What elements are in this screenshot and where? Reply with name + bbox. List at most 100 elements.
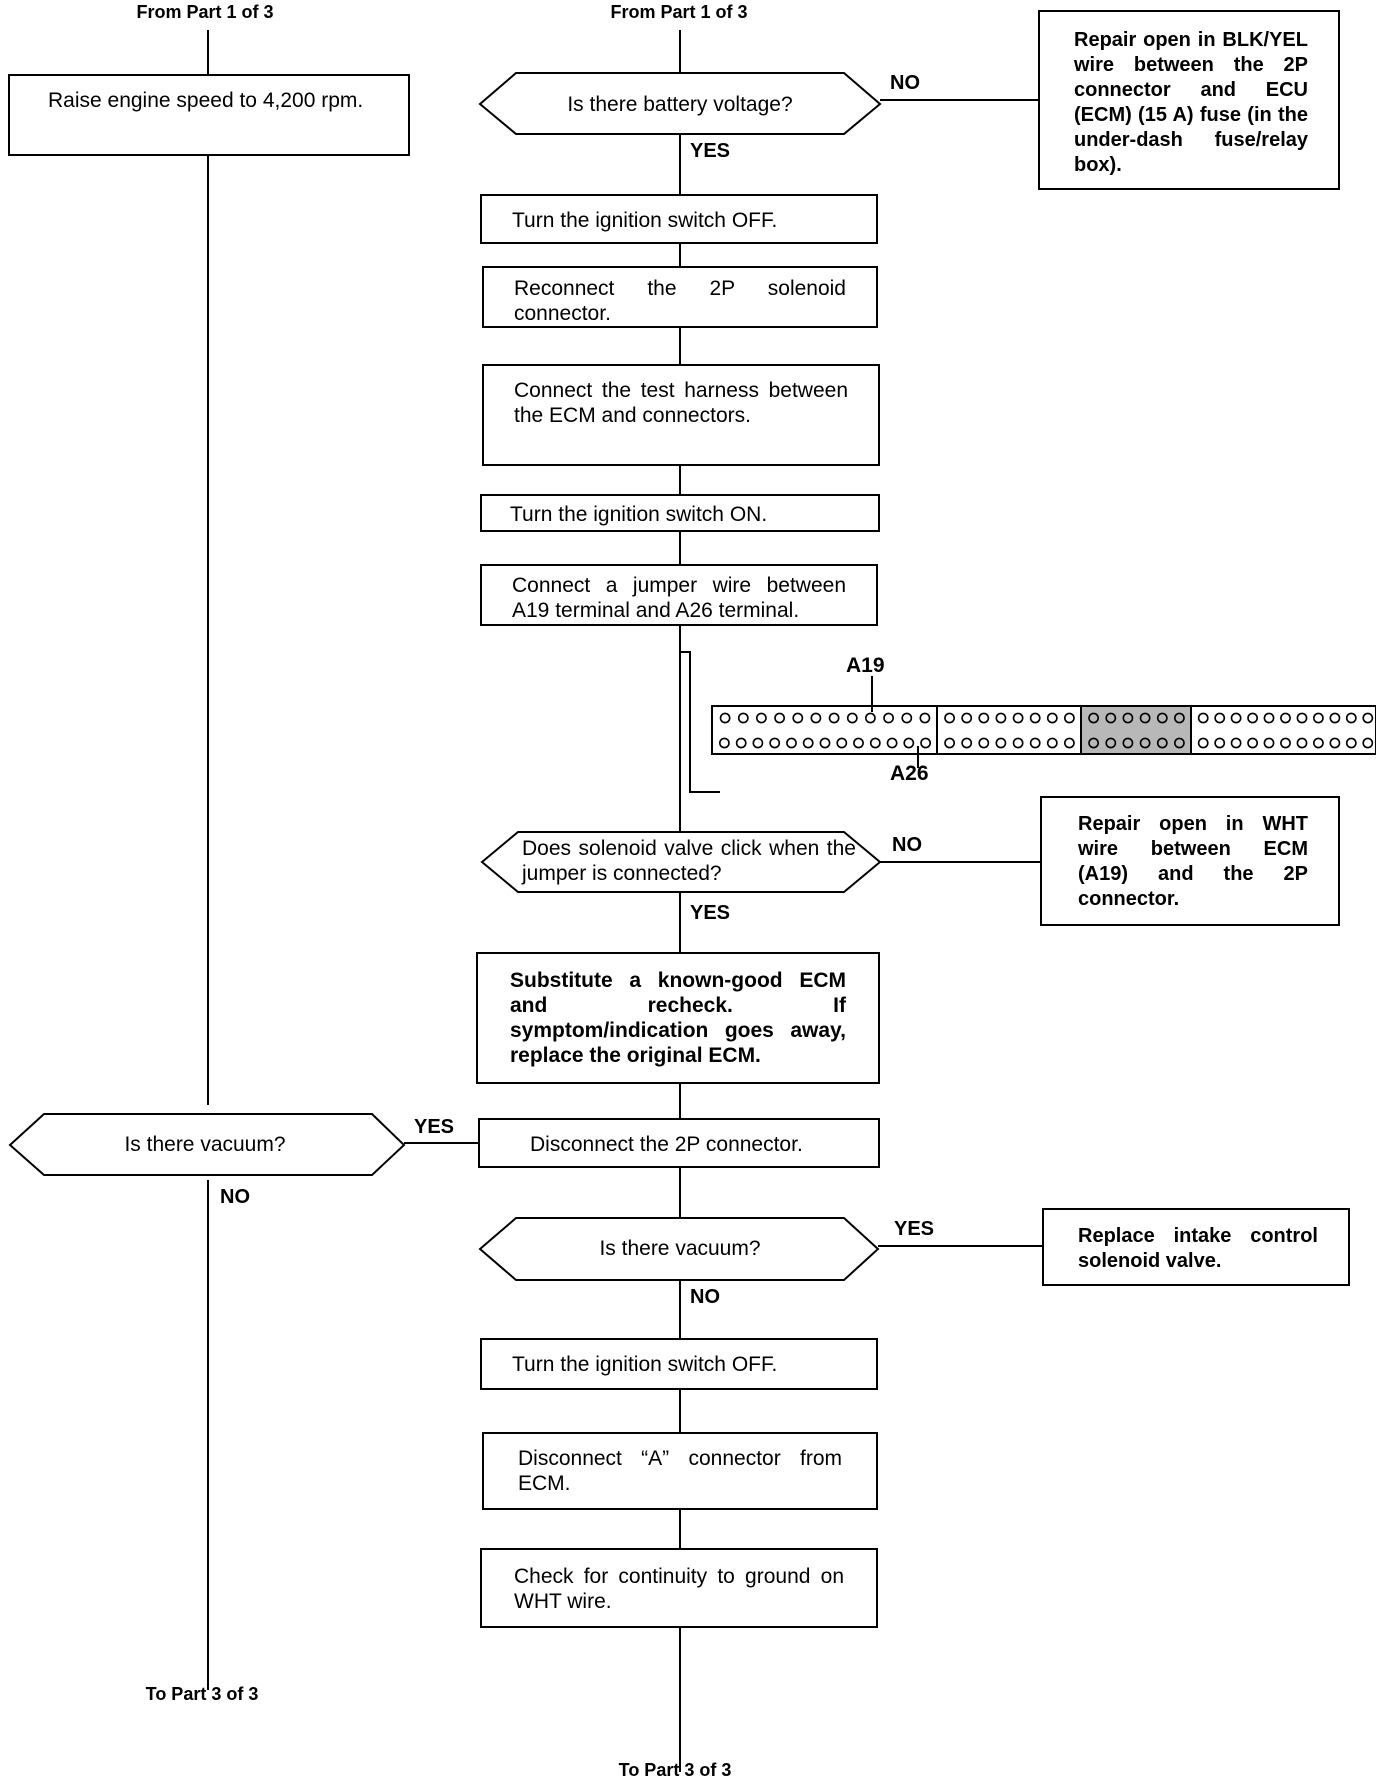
center-vacuum-no-label: NO: [690, 1286, 720, 1308]
connector-pin-hole: [828, 712, 840, 724]
connector-pin-hole: [1313, 737, 1324, 749]
connector-pin-hole: [1296, 737, 1308, 749]
connector-pin-hole: [995, 737, 1007, 749]
connector-pin-hole: [883, 712, 894, 724]
connector-pin-hole: [774, 712, 785, 724]
connector-pin-hole: [961, 737, 973, 749]
connector-pin-hole: [1345, 712, 1357, 724]
pin-a19-label: A19: [846, 654, 885, 677]
connector-pin-hole: [1197, 712, 1209, 724]
center-vacuum-question: Is there vacuum?: [599, 1237, 761, 1260]
reconnect-solenoid-step: Reconnect the 2P solenoid connector.: [482, 266, 878, 328]
connector-pin-hole: [1029, 737, 1041, 749]
solenoid-yes-label: YES: [690, 902, 731, 924]
connector-pin-hole: [865, 712, 876, 724]
left-vacuum-question: Is there vacuum?: [124, 1133, 286, 1156]
connector-pin-hole: [1046, 712, 1058, 724]
center-to-label: To Part 3 of 3: [618, 1760, 732, 1780]
connector-pin-hole: [719, 712, 731, 724]
ecm-connector-body: [711, 705, 1376, 755]
connector-pin-hole: [1012, 712, 1024, 724]
connector-pin-hole: [1088, 737, 1099, 749]
center-from-label: From Part 1 of 3: [610, 2, 748, 22]
connector-pin-hole: [1362, 737, 1374, 749]
connector-pin-hole: [1230, 737, 1242, 749]
connector-pin-hole: [752, 737, 764, 749]
connector-pin-hole: [1329, 712, 1341, 724]
connector-pin-hole: [1263, 712, 1275, 724]
connector-pin-hole: [978, 712, 990, 724]
connector-pin-hole: [961, 712, 973, 724]
connector-pin-hole: [1122, 712, 1134, 724]
connector-pin-hole: [1064, 737, 1075, 749]
connector-pin-hole: [1139, 712, 1151, 724]
connector-pin-hole: [1230, 712, 1242, 724]
connector-shaded-segment: [1082, 707, 1190, 753]
center-vacuum-yes-label: YES: [894, 1218, 935, 1240]
connector-pin-hole: [769, 737, 781, 749]
connector-bracket: [680, 651, 720, 793]
connector-pin-hole: [1029, 712, 1041, 724]
connector-pin-hole: [1280, 737, 1291, 749]
connector-pin-hole: [719, 737, 730, 749]
connector-pin-hole: [1174, 712, 1185, 724]
disconnect-2p-step: Disconnect the 2P connector.: [478, 1118, 880, 1168]
connector-pin-hole: [1280, 712, 1291, 724]
raise-engine-speed-box: Raise engine speed to 4,200 rpm.: [8, 74, 410, 156]
left-vacuum-no-label: NO: [220, 1186, 250, 1208]
connector-pin-hole: [1197, 737, 1209, 749]
left-from-label: From Part 1 of 3: [136, 2, 274, 22]
ignition-off-step: Turn the ignition switch OFF.: [480, 194, 878, 244]
connector-pin-hole: [1105, 712, 1117, 724]
connector-pin-hole: [1088, 712, 1099, 724]
connector-pin-hole: [1156, 737, 1168, 749]
connector-pin-hole: [792, 712, 804, 724]
connector-pin-hole: [1122, 737, 1134, 749]
connector-pin-hole: [1214, 712, 1226, 724]
connector-pin-hole: [802, 737, 814, 749]
connector-pin-hole: [978, 737, 990, 749]
connector-pin-hole: [1247, 712, 1258, 724]
connector-pin-hole: [846, 712, 858, 724]
connector-pin-hole: [819, 737, 831, 749]
connector-pin-hole: [1214, 737, 1226, 749]
solenoid-click-question: Does solenoid valve click when the jumpe…: [522, 837, 856, 885]
battery-no-label: NO: [890, 72, 920, 94]
left-to-label: To Part 3 of 3: [145, 1684, 259, 1704]
connector-pin-hole: [1263, 737, 1275, 749]
connector-pin-hole: [869, 737, 881, 749]
connect-jumper-step: Connect a jumper wire between A19 termin…: [480, 564, 878, 626]
pin-a26-label: A26: [890, 762, 929, 785]
connect-test-harness-step: Connect the test harness between the ECM…: [482, 364, 880, 466]
connector-pin-hole: [901, 712, 913, 724]
connector-pin-hole: [920, 737, 931, 749]
center-vacuum-decision: [478, 1217, 880, 1281]
substitute-ecm-box: Substitute a known-good ECM and recheck.…: [476, 952, 880, 1084]
connector-pin-hole: [1156, 712, 1168, 724]
connector-pin-hole: [810, 712, 822, 724]
connector-pin-holes: [719, 712, 1374, 749]
battery-yes-label: YES: [690, 140, 731, 162]
battery-voltage-decision: [478, 72, 882, 135]
connector-pin-hole: [1139, 737, 1151, 749]
connector-pin-hole: [1247, 737, 1258, 749]
repair-blk-yel-box: Repair open in BLK/YEL wire between the …: [1038, 10, 1340, 190]
connector-pin-hole: [1046, 737, 1058, 749]
connector-pin-hole: [886, 737, 898, 749]
repair-wht-box: Repair open in WHT wire between ECM (A19…: [1040, 796, 1340, 926]
replace-solenoid-box: Replace intake control solenoid valve.: [1042, 1208, 1350, 1286]
left-vacuum-decision: [8, 1113, 406, 1176]
connector-pin-hole: [944, 712, 955, 724]
check-continuity-step: Check for continuity to ground on WHT wi…: [480, 1548, 878, 1628]
connector-pin-hole: [1064, 712, 1075, 724]
battery-voltage-question: Is there battery voltage?: [567, 93, 793, 116]
connector-pin-hole: [756, 712, 767, 724]
connector-pin-hole: [836, 737, 848, 749]
connector-pin-hole: [737, 712, 749, 724]
disconnect-a-connector-step: Disconnect “A” connector from ECM.: [482, 1432, 878, 1510]
connector-pin-hole: [1362, 712, 1374, 724]
connector-pin-hole: [1105, 737, 1117, 749]
connector-pin-hole: [853, 737, 864, 749]
connector-pin-hole: [1345, 737, 1357, 749]
